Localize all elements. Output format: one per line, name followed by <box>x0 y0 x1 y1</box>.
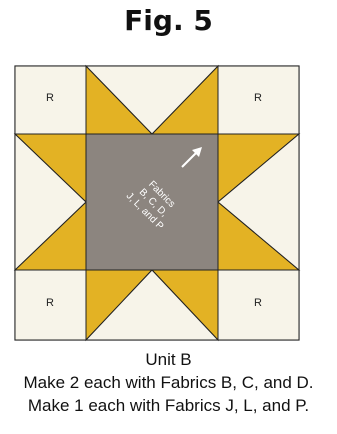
corner-square-bottom-left <box>14 269 87 341</box>
corner-square-top-right <box>217 65 300 135</box>
figure-title: Fig. 5 <box>124 4 213 37</box>
caption-instruction-1: Make 2 each with Fabrics B, C, and D. <box>23 373 314 392</box>
caption-instruction-2: Make 1 each with Fabrics J, L, and P. <box>27 396 310 415</box>
corner-label-top-right: R <box>254 92 262 104</box>
goose-bottom-background <box>84 269 220 341</box>
corner-label-bottom-right: R <box>254 297 262 309</box>
corner-square-top-left <box>14 65 87 135</box>
caption-unit-name: Unit B <box>145 350 192 369</box>
goose-right-background <box>217 132 300 272</box>
grain-arrow-icon <box>181 147 202 168</box>
goose-top-background <box>84 65 220 135</box>
corner-label-top-left: R <box>46 92 54 104</box>
center-square <box>85 133 219 271</box>
corner-label-bottom-left: R <box>46 297 54 309</box>
corner-square-bottom-right <box>217 269 300 341</box>
goose-left-background <box>14 132 87 272</box>
